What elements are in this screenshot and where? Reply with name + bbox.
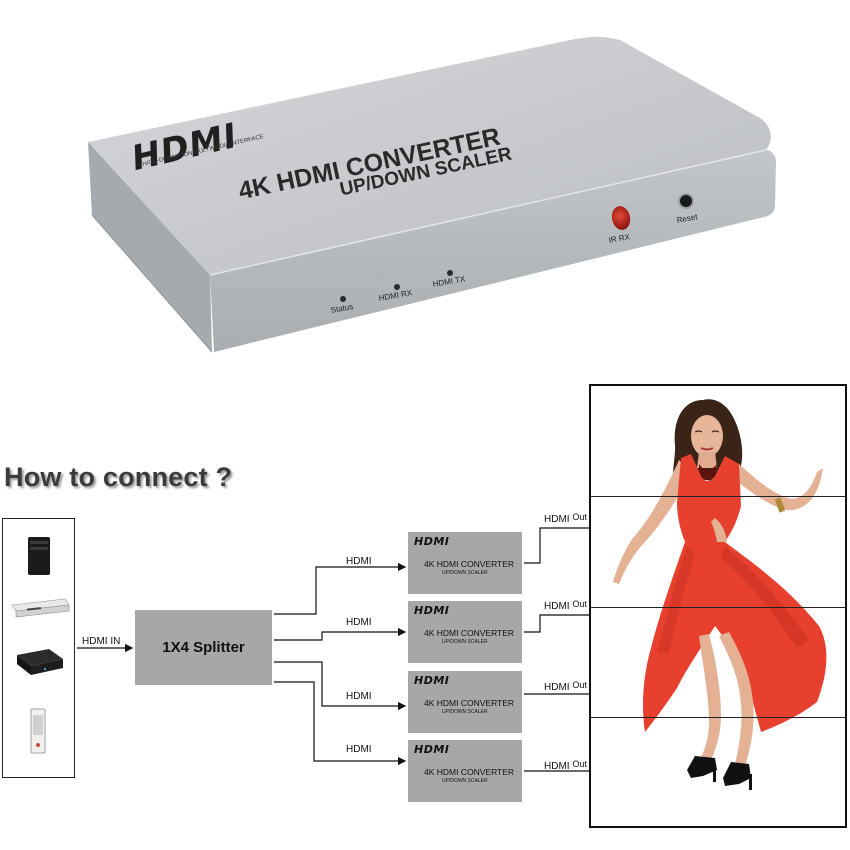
hdmi-in-label: HDMI IN (82, 636, 121, 647)
media-player-icon (30, 708, 46, 754)
converter-title: 4K HDMI CONVERTER (424, 559, 515, 569)
converter-box-2: HDMI 4K HDMI CONVERTER UP/DOWN SCALER (408, 601, 522, 663)
device-body-graphic (88, 36, 776, 353)
converter-logo: HDMI (414, 674, 450, 687)
hdmi-tx-led (447, 270, 453, 276)
game-console-icon (28, 537, 50, 575)
converter-title: 4K HDMI CONVERTER (424, 628, 515, 638)
output-out-text: Out (572, 512, 587, 522)
source-devices-graphic (11, 537, 70, 754)
output-hdmi-text: HDMI (544, 514, 570, 525)
set-top-box-icon (17, 649, 63, 675)
converter-box-1: HDMI 4K HDMI CONVERTER UP/DOWN SCALER (408, 532, 522, 594)
output-out-text: Out (572, 759, 587, 769)
output-label-4: HDMI Out (544, 759, 587, 772)
output-hdmi-text: HDMI (544, 601, 570, 612)
reset-button[interactable] (680, 195, 692, 207)
branch-label-1: HDMI (346, 556, 372, 567)
output-label-2: HDMI Out (544, 599, 587, 612)
video-wall-display (589, 384, 847, 828)
converter-title: 4K HDMI CONVERTER (424, 767, 515, 777)
output-hdmi-text: HDMI (544, 761, 570, 772)
converter-logo: HDMI (414, 604, 450, 617)
converter-subtitle: UP/DOWN SCALER (442, 639, 488, 645)
woman-in-red-dress-image (613, 399, 827, 790)
splitter-label: 1X4 Splitter (162, 639, 245, 656)
device-photo: HDMI HIGH-DEFINITION MULTIMEDIA INTERFAC… (0, 0, 850, 370)
dvd-player-icon (11, 598, 70, 618)
output-label-3: HDMI Out (544, 680, 587, 693)
screen-divider-1 (591, 496, 845, 497)
source-devices-box (2, 518, 75, 778)
output-out-text: Out (572, 599, 587, 609)
converter-box-3: HDMI 4K HDMI CONVERTER UP/DOWN SCALER (408, 671, 522, 733)
converter-logo: HDMI (414, 743, 450, 756)
converter-subtitle: UP/DOWN SCALER (442, 709, 488, 715)
screen-divider-2 (591, 607, 845, 608)
converter-box-4: HDMI 4K HDMI CONVERTER UP/DOWN SCALER (408, 740, 522, 802)
output-label-1: HDMI Out (544, 512, 587, 525)
branch-label-3: HDMI (346, 691, 372, 702)
converter-title: 4K HDMI CONVERTER (424, 698, 515, 708)
output-out-text: Out (572, 680, 587, 690)
splitter-box: 1X4 Splitter (135, 610, 272, 685)
output-hdmi-text: HDMI (544, 682, 570, 693)
hdmi-rx-led (394, 284, 400, 290)
branch-label-4: HDMI (346, 744, 372, 755)
how-to-connect-heading: How to connect ? (4, 462, 233, 492)
branch-label-2: HDMI (346, 617, 372, 628)
status-led (340, 296, 346, 302)
converter-subtitle: UP/DOWN SCALER (442, 778, 488, 784)
converter-subtitle: UP/DOWN SCALER (442, 570, 488, 576)
converter-logo: HDMI (414, 535, 450, 548)
screen-divider-3 (591, 717, 845, 718)
